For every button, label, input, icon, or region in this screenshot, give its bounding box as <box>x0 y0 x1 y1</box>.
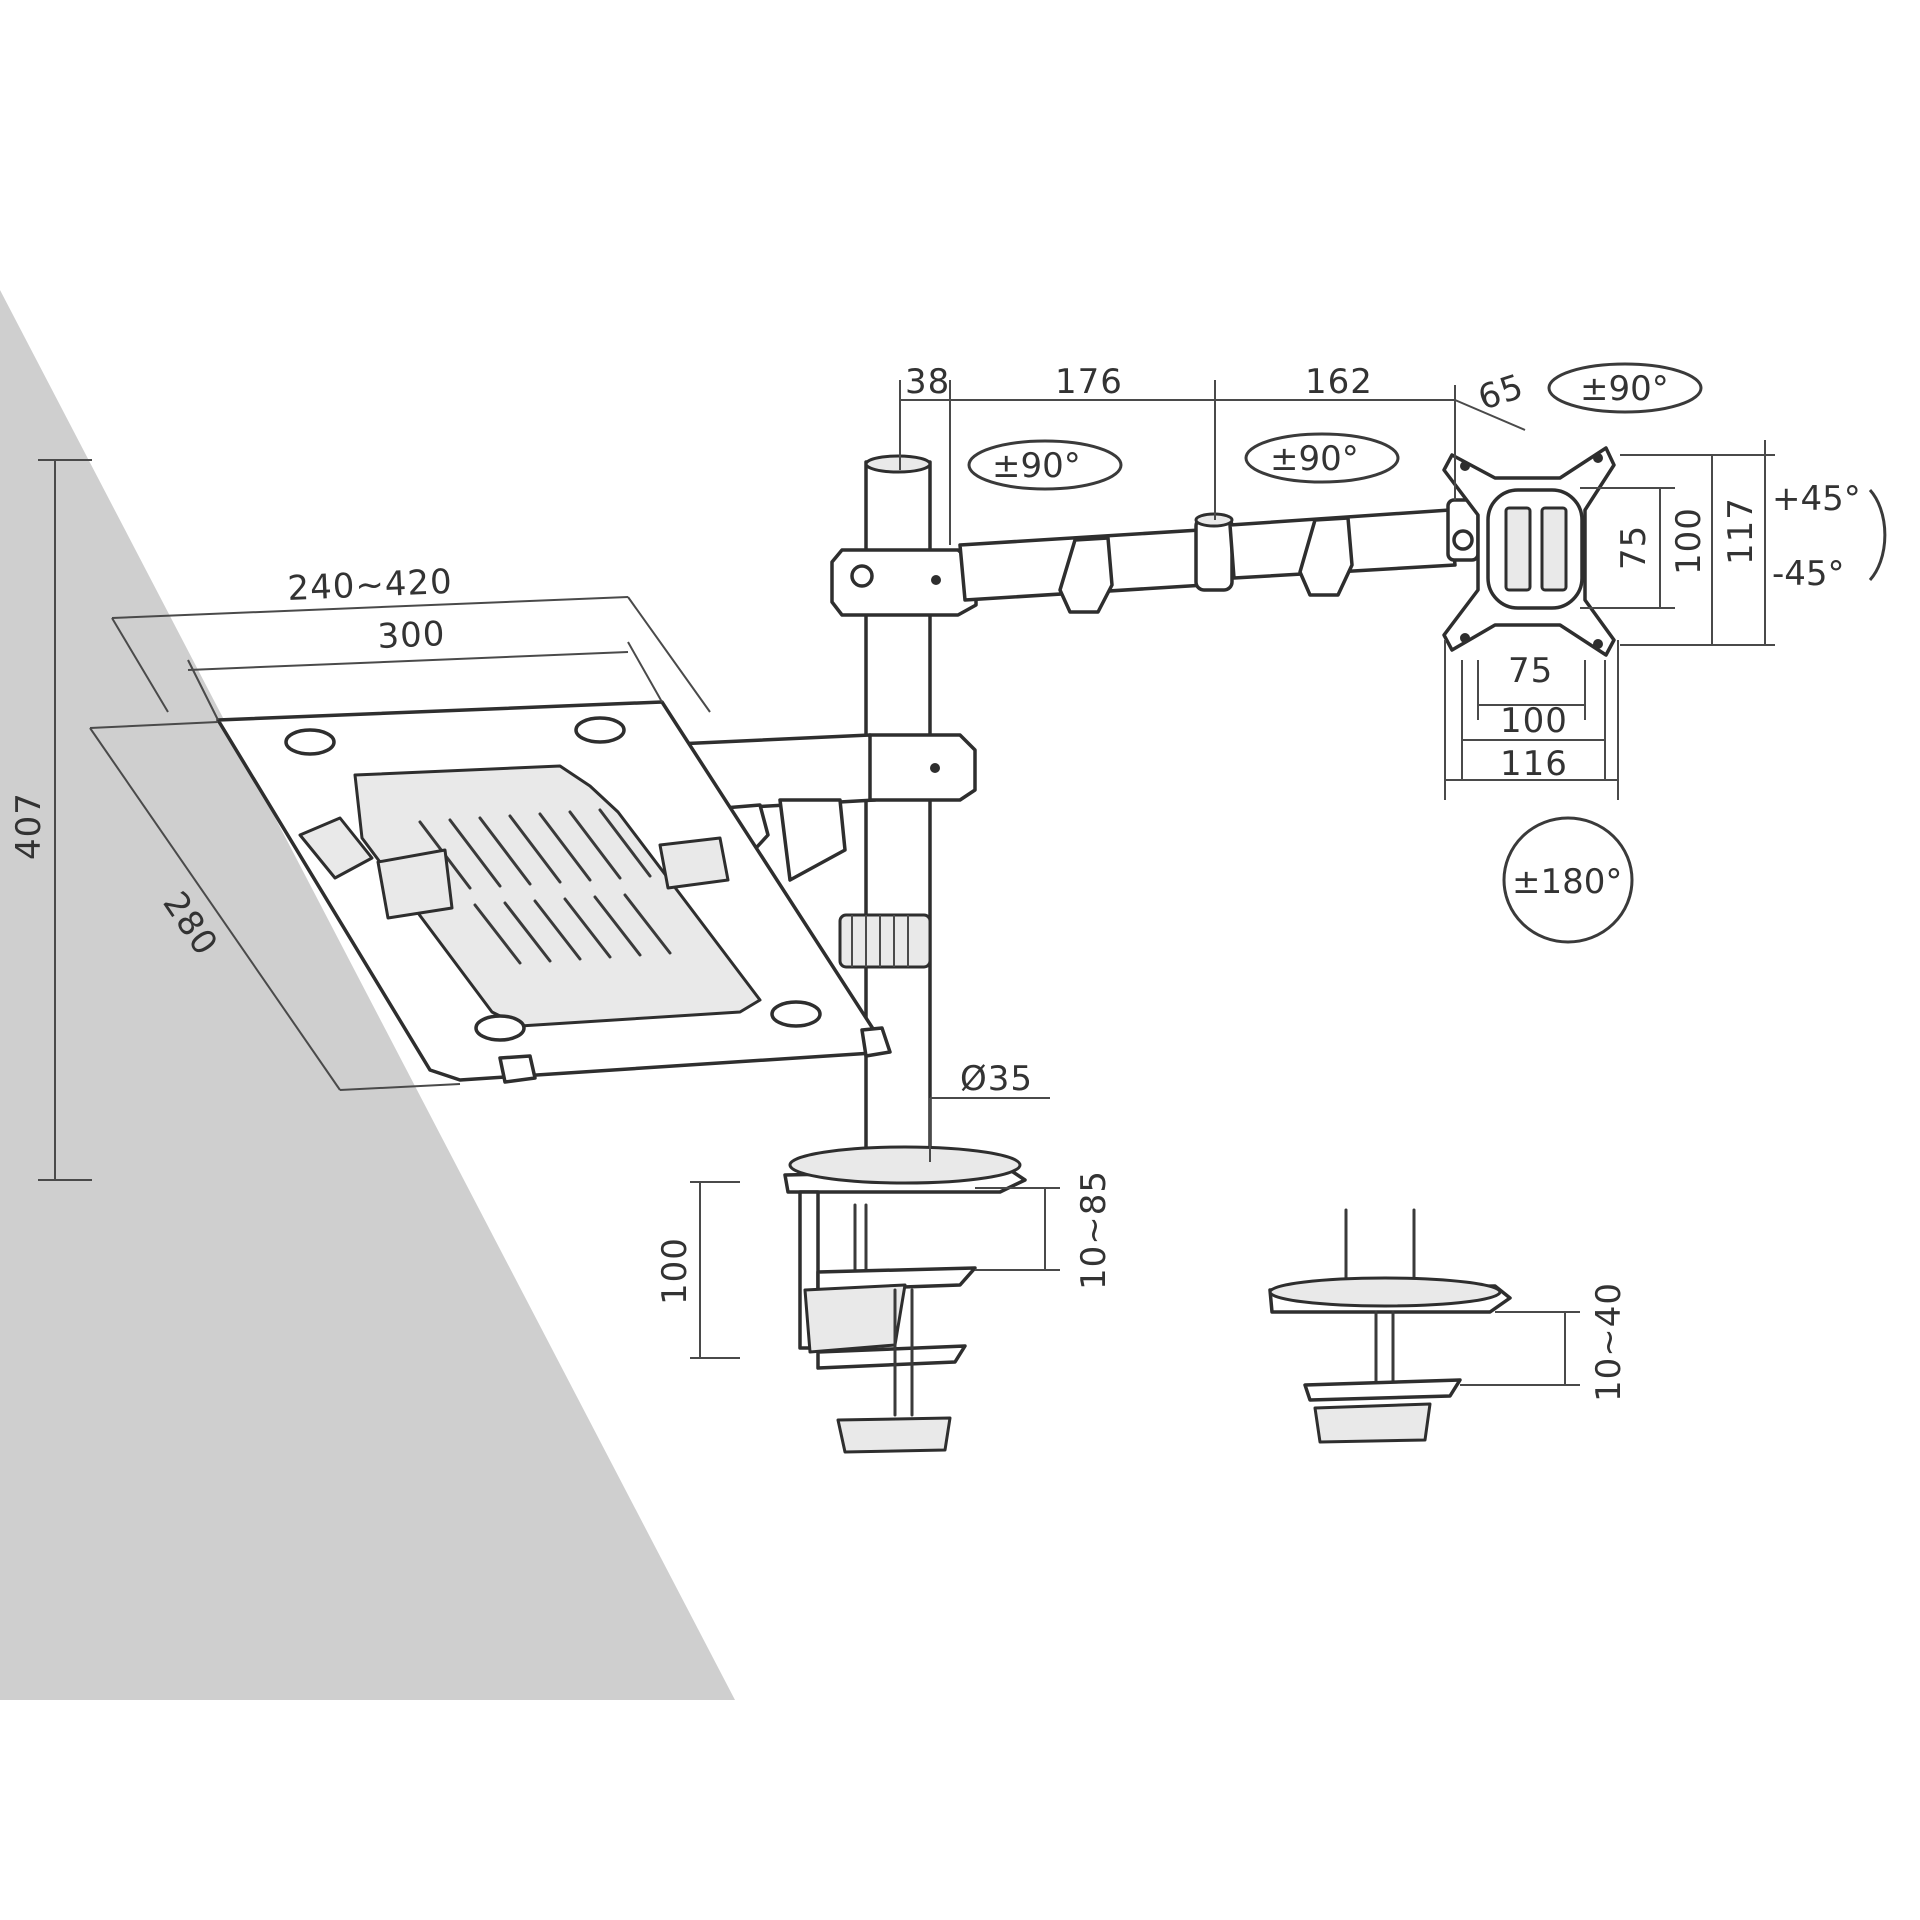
dim-tray-height: 407 <box>9 792 49 860</box>
dim-vesa-v-75: 75 <box>1614 525 1654 570</box>
dim-arm-segment-1: 176 <box>1055 362 1123 402</box>
rotation-indicators <box>967 362 1887 944</box>
upper-arm <box>830 498 1480 617</box>
rotation-label-tilt-up: +45° <box>1772 479 1861 519</box>
rotation-label-arm-joint-2: ±90° <box>1270 439 1359 479</box>
dim-vesa-h-75: 75 <box>1508 651 1553 691</box>
dim-vesa-h-100: 100 <box>1500 701 1568 741</box>
wall-shade <box>0 290 735 1700</box>
dimension-labels: 38 176 162 65 240~420 300 280 407 Ø35 10… <box>9 362 1861 1402</box>
rotation-label-rotation: ±180° <box>1512 862 1622 902</box>
rotation-arrow-icon <box>1547 362 1703 414</box>
dim-vesa-v-100: 100 <box>1669 507 1709 575</box>
dimension-lines <box>38 380 1775 1386</box>
rotation-label-arm-joint-1: ±90° <box>992 446 1081 486</box>
dim-clamp-height: 100 <box>655 1237 695 1305</box>
desk-clamp <box>783 1145 1027 1454</box>
dim-laptop-width-range: 240~420 <box>287 562 454 609</box>
rotation-arrow-icon <box>1244 432 1400 484</box>
laptop-tray <box>216 700 892 1084</box>
dim-vesa-v-117: 117 <box>1721 497 1761 565</box>
rotation-label-head-swivel: ±90° <box>1580 369 1669 409</box>
dim-pole-offset: 38 <box>905 362 950 402</box>
rotation-circle-icon <box>1502 816 1634 944</box>
dim-grommet-range: 10~40 <box>1589 1282 1629 1402</box>
rotation-arrow-icon <box>967 439 1123 491</box>
tray-vents <box>418 808 672 965</box>
dim-clamp-range: 10~85 <box>1074 1170 1114 1290</box>
tilt-arrow-icon <box>1868 488 1887 582</box>
dim-laptop-width: 300 <box>377 614 447 657</box>
vesa-plate <box>1442 446 1616 657</box>
dim-pole-diameter: Ø35 <box>960 1059 1033 1099</box>
dim-arm-segment-2: 162 <box>1305 362 1373 402</box>
dim-vesa-h-116: 116 <box>1500 744 1568 784</box>
grommet-mount <box>1268 1208 1512 1444</box>
rotation-label-tilt-down: -45° <box>1772 554 1845 594</box>
